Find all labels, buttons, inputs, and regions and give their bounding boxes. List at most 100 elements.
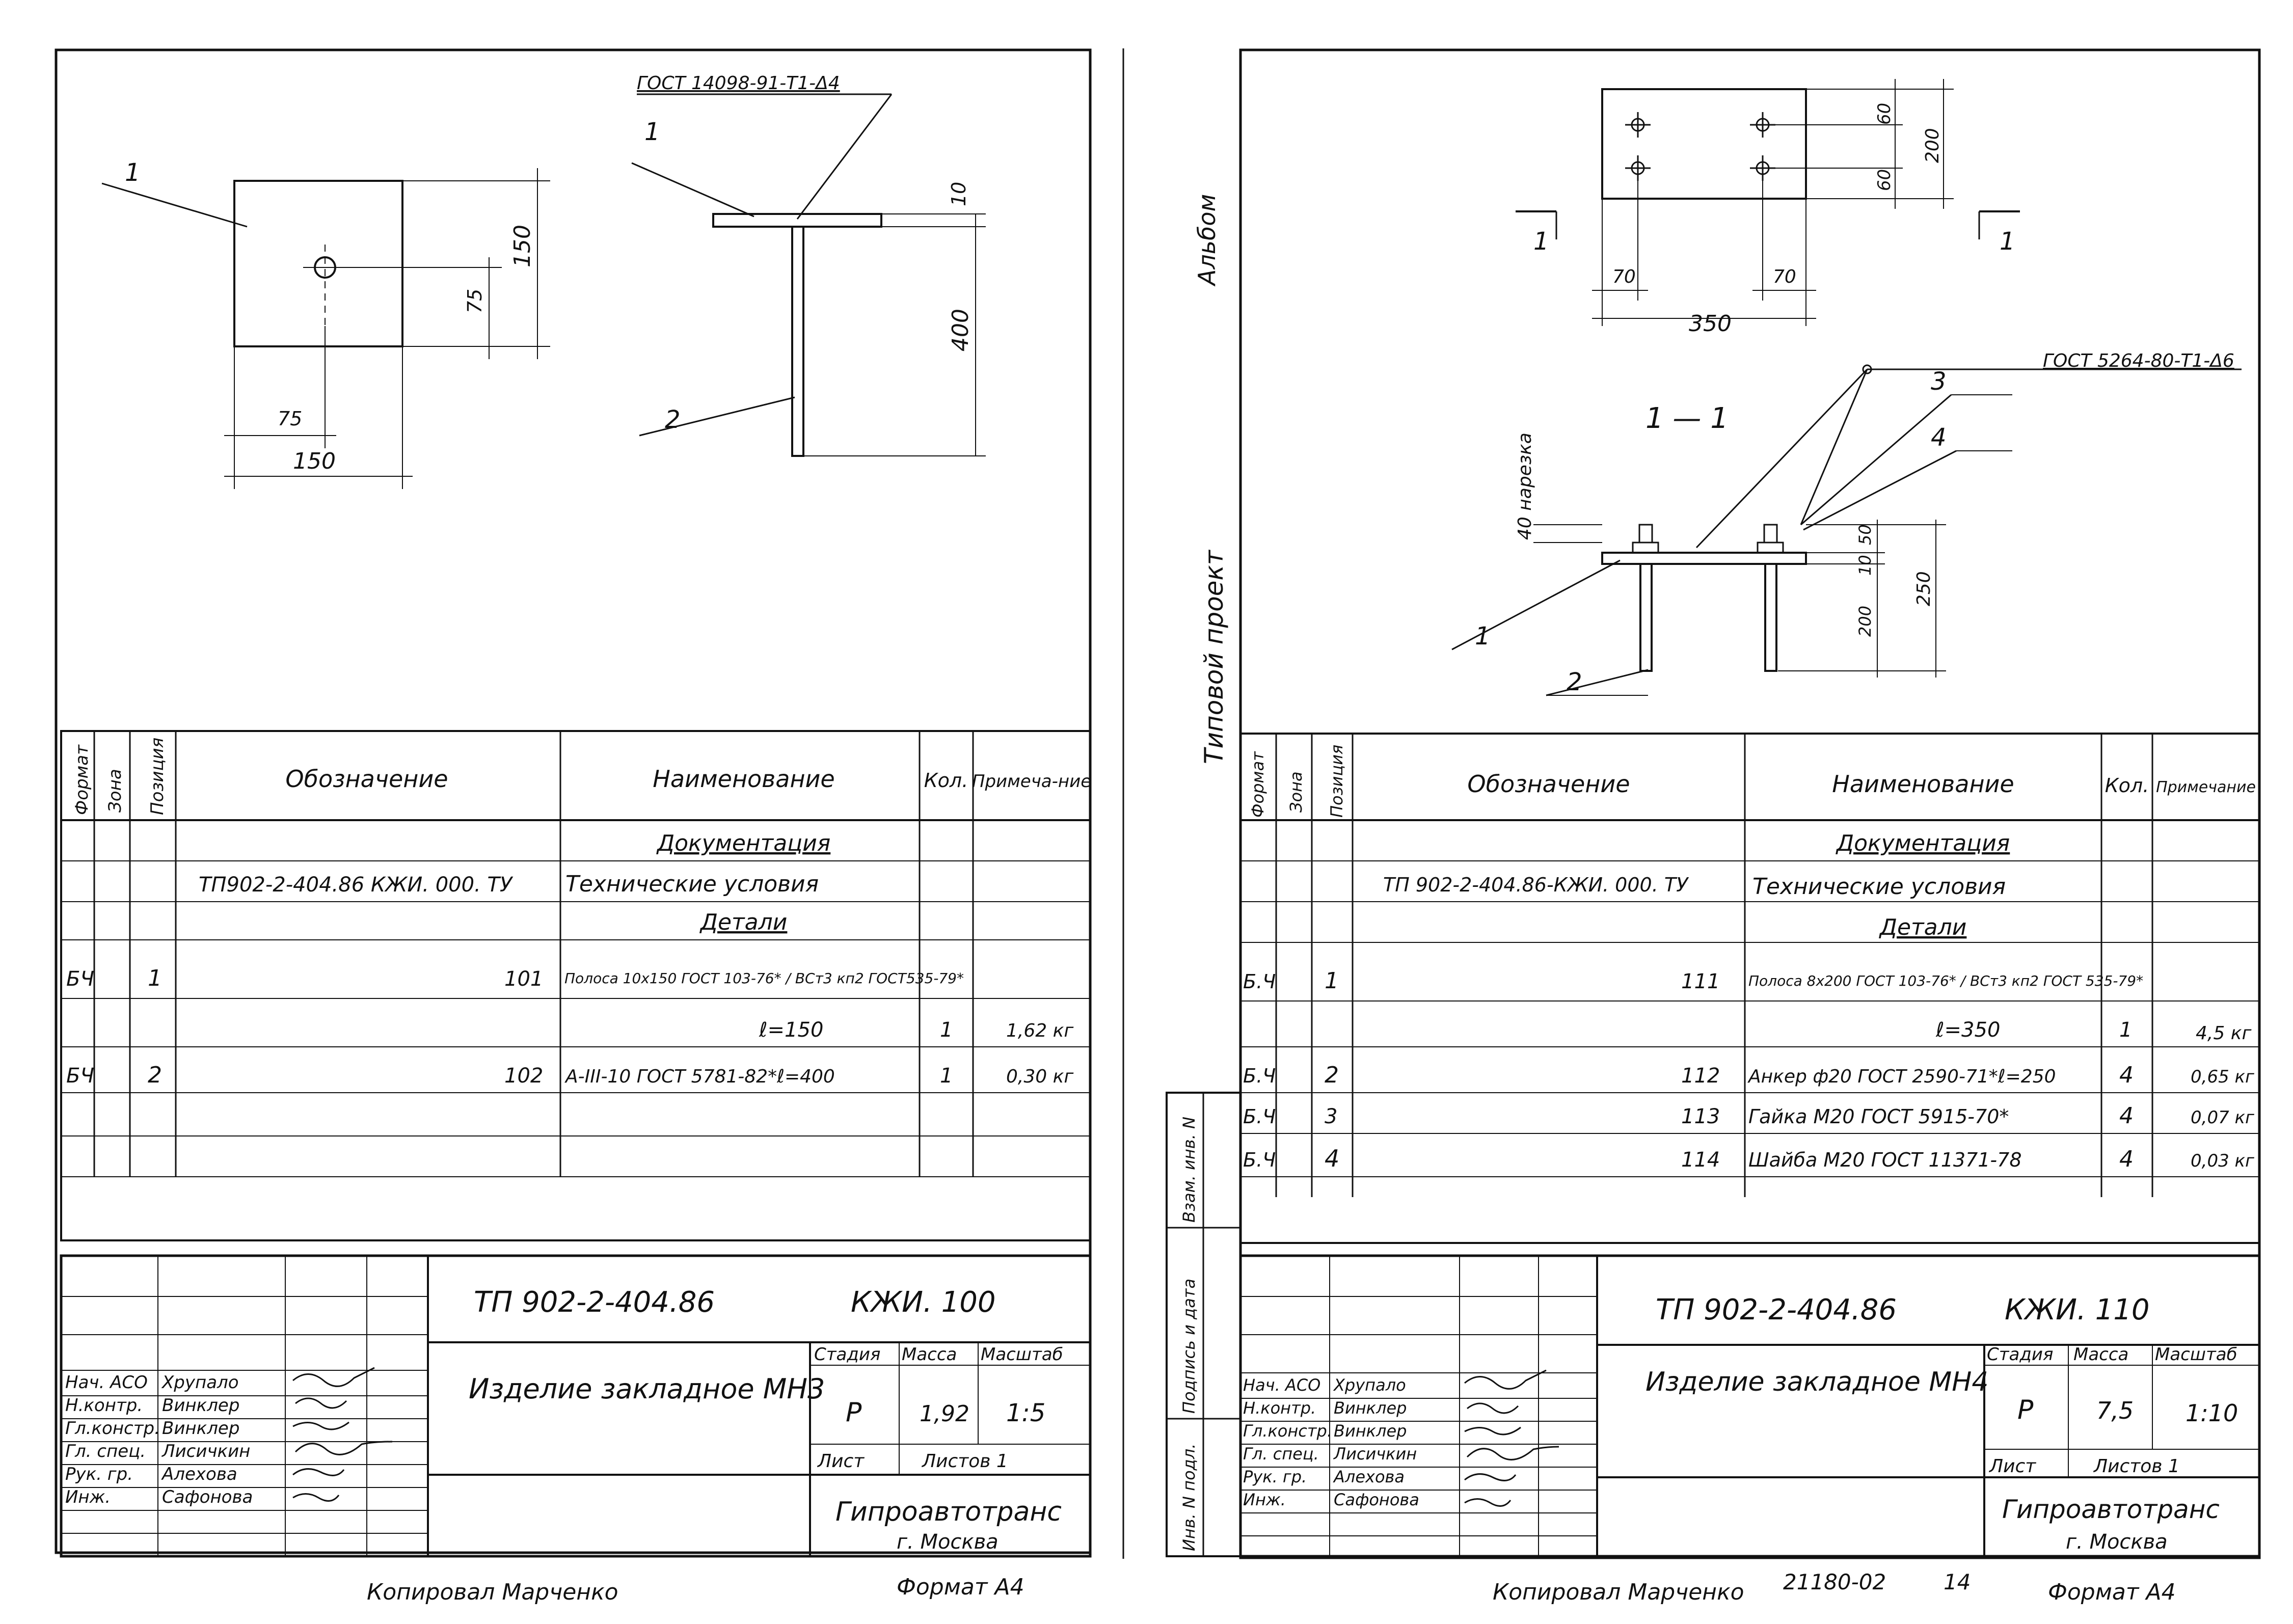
tb-role: Рук. гр.: [65, 1464, 133, 1484]
left-copied-by: Копировал Марченко: [367, 1579, 618, 1605]
left-gost-weld: ГОСТ 14098-91-Т1-Δ4: [637, 73, 840, 94]
row-note: 0,07 кг: [2191, 1107, 2255, 1128]
row-name: Гайка М20 ГОСТ 5915-70*: [1748, 1105, 2009, 1128]
signature-marks: [292, 1367, 393, 1502]
tb-person: Алехова: [161, 1464, 237, 1484]
row-designation: ТП902-2-404.86 КЖИ. 000. ТУ: [199, 873, 514, 897]
right-title-block: ТП 902-2-404.86 КЖИ. 110 Изделие закладн…: [1239, 1254, 2261, 1558]
hdr-position: Позиция: [1327, 745, 1346, 818]
tb-sheet-label: Лист: [817, 1451, 865, 1472]
right-format: Формат А4: [2048, 1579, 2176, 1605]
hdr-qty: Кол.: [2105, 774, 2149, 797]
tb-role: Гл.констр.: [1243, 1421, 1332, 1441]
right-filing-strip: Инв. N подл. Подпись и дата Взам. инв. N: [1166, 1092, 1242, 1557]
hdr-qty: Кол.: [924, 769, 968, 792]
row-position: 1: [1325, 968, 1339, 994]
right-section-view: 1 — 1 ГОСТ 5264-80-Т1-Δ6 3 4 1 2 40 на: [1451, 350, 2242, 696]
dim-75-h: 75: [278, 408, 302, 430]
dim-70a: 70: [1612, 266, 1636, 287]
tb-scale: 1:5: [1006, 1399, 1045, 1427]
section-callout-3: 3: [1931, 367, 1947, 396]
plan-callout-1: 1: [125, 158, 141, 187]
tb-mass-label: Масса: [2073, 1344, 2128, 1365]
tb-person: Сафонова: [1334, 1490, 1419, 1509]
row-position: 2: [148, 1062, 162, 1088]
right-page-number: 14: [1944, 1569, 1971, 1594]
tb-item-name: Изделие закладное МН4: [1645, 1367, 1988, 1397]
left-title-block: ТП 902-2-404.86 КЖИ. 100 Изделие закладн…: [60, 1254, 1092, 1558]
row-designation: 112: [1681, 1064, 1720, 1088]
tb-stage-label: Стадия: [1987, 1344, 2053, 1365]
tb-role: Гл. спец.: [1243, 1444, 1319, 1464]
section-callout-2: 2: [1567, 668, 1582, 696]
dim-200: 200: [1922, 128, 1943, 163]
side-callout-2: 2: [665, 405, 681, 434]
tb-person: Лисичкин: [161, 1441, 250, 1461]
side-callout-1: 1: [644, 118, 660, 146]
row-qty: 4: [2119, 1103, 2134, 1129]
tb-sheets-label: Листов 1: [2093, 1456, 2180, 1477]
section-mark-right: 1: [2000, 227, 2015, 256]
row-name: Технические условия: [1752, 874, 2006, 900]
row-name: Шайба М20 ГОСТ 11371-78: [1748, 1149, 2022, 1171]
dim-60a: 60: [1874, 103, 1895, 125]
row-format: БЧ: [66, 967, 94, 991]
row-name: Детали: [699, 909, 788, 935]
row-qty: 4: [2119, 1146, 2134, 1172]
dim-70b: 70: [1773, 266, 1796, 287]
tb-stage: Р: [846, 1397, 862, 1428]
row-note: 4,5 кг: [2196, 1023, 2252, 1044]
tb-role: Нач. АСО: [65, 1372, 148, 1393]
row-qty: 1: [940, 1018, 953, 1042]
hdr-format: Формат: [1248, 751, 1267, 818]
dim-250: 250: [1913, 571, 1934, 606]
tb-org: Гипроавтотранс: [2002, 1495, 2220, 1524]
row-designation: 102: [504, 1064, 543, 1088]
hdr-name: Наименование: [1832, 770, 2014, 798]
row-position: 1: [148, 965, 162, 991]
dim-150-v: 150: [509, 225, 535, 267]
row-note: 0,03 кг: [2191, 1151, 2255, 1171]
dim-60b: 60: [1874, 169, 1895, 191]
thread-label: 40 нарезка: [1515, 432, 1535, 540]
row-format: Б.Ч: [1243, 1105, 1276, 1128]
tb-person: Лисичкин: [1333, 1444, 1417, 1464]
hdr-format: Формат: [72, 744, 92, 815]
tb-role: Нач. АСО: [1243, 1375, 1320, 1395]
tb-role: Гл.констр.: [65, 1418, 160, 1439]
row-name: Полоса 10x150 ГОСТ 103-76* / ВСт3 кп2 ГО…: [564, 970, 964, 987]
tb-mass: 7,5: [2096, 1397, 2134, 1424]
tb-mark: КЖИ. 100: [851, 1286, 995, 1319]
dim-200: 200: [1855, 606, 1875, 637]
hdr-zone: Зона: [1286, 771, 1306, 813]
row-format: БЧ: [66, 1064, 94, 1088]
tb-sheets-label: Листов 1: [921, 1451, 1008, 1472]
row-qty: 1: [2119, 1018, 2132, 1042]
dim-150-h: 150: [293, 448, 336, 474]
row-name: Анкер ф20 ГОСТ 2590-71*ℓ=250: [1747, 1066, 2056, 1087]
right-archive-code: 21180-02: [1783, 1569, 1886, 1594]
dim-350: 350: [1689, 311, 1732, 337]
row-designation: 113: [1681, 1105, 1720, 1128]
left-format: Формат А4: [897, 1574, 1024, 1600]
tb-mass: 1,92: [920, 1401, 969, 1427]
tb-role: Н.контр.: [65, 1395, 143, 1416]
row-position: 3: [1325, 1105, 1337, 1128]
dim-400: 400: [948, 309, 974, 351]
side-project: Типовой проект: [1199, 549, 1229, 764]
tb-mass-label: Масса: [902, 1344, 957, 1365]
tb-role: Гл. спец.: [65, 1441, 146, 1461]
strip-sign: Подпись и дата: [1179, 1279, 1199, 1414]
row-name: Документация: [656, 830, 831, 856]
right-frame: [1239, 48, 2261, 1559]
row-name: ℓ=150: [759, 1018, 823, 1042]
row-name: А-III-10 ГОСТ 5781-82*ℓ=400: [564, 1066, 835, 1087]
row-note: 0,65 кг: [2191, 1067, 2255, 1087]
dim-10: 10: [1855, 555, 1875, 576]
tb-stage: Р: [2017, 1395, 2034, 1425]
row-name: Документация: [1836, 830, 2010, 856]
dim-10: 10: [948, 182, 970, 206]
row-name: ℓ=350: [1935, 1018, 2000, 1042]
hdr-name: Наименование: [653, 765, 834, 793]
tb-mark: КЖИ. 110: [2005, 1293, 2149, 1327]
